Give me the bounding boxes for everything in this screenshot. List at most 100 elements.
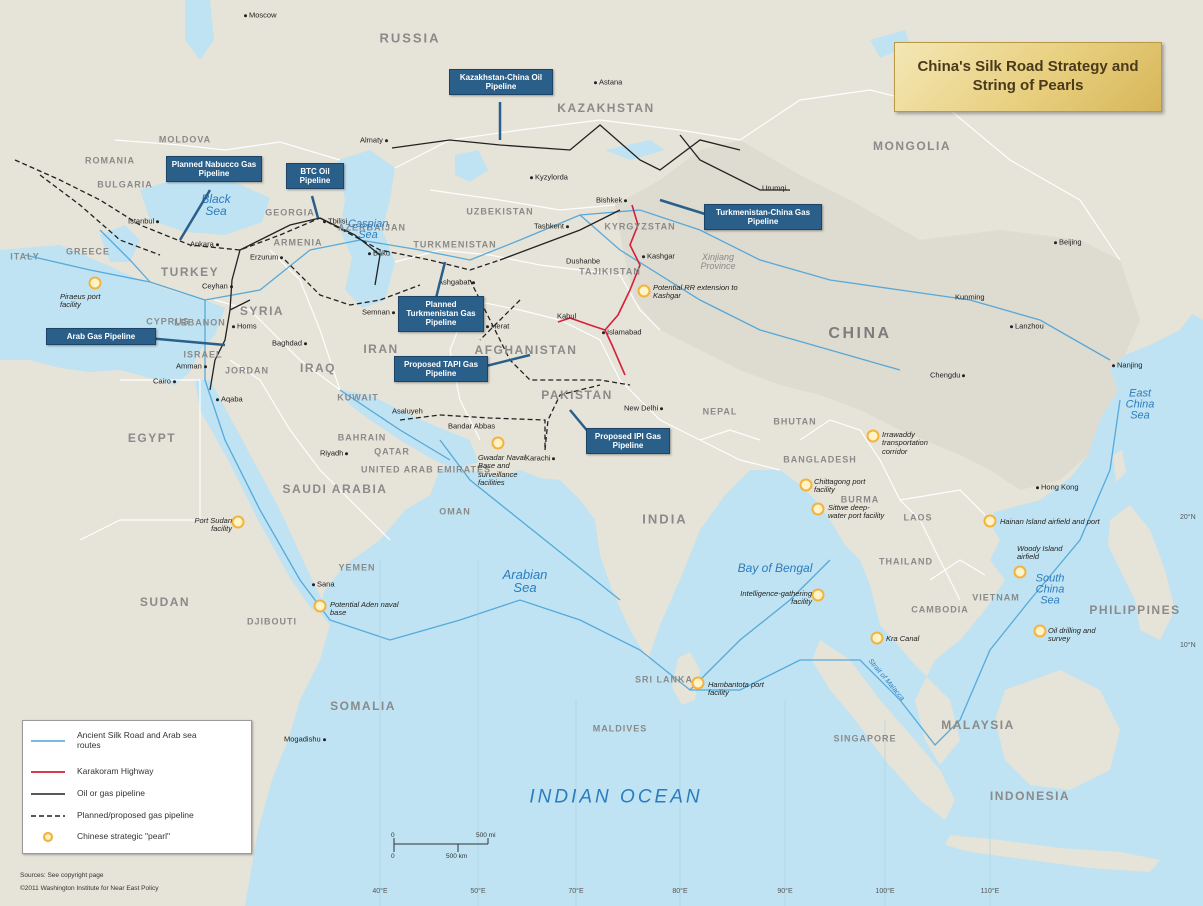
pearl-label-piraeus: Piraeus port facility (60, 292, 101, 310)
city-label: Astana (599, 77, 623, 87)
taiwan-land (1113, 450, 1126, 482)
city-homs: Homs (232, 322, 257, 330)
country-syria: SYRIA (239, 304, 285, 318)
korea-land (1170, 240, 1203, 320)
legend-swatch-pipeline (31, 793, 65, 795)
pearl-marker-oil-drilling (1033, 624, 1047, 638)
city-lanzhou: Lanzhou (1010, 322, 1044, 330)
country-somalia: SOMALIA (330, 699, 396, 713)
country-bhutan: BHUTAN (773, 416, 817, 427)
city-mogadishu: Mogadishu (284, 735, 328, 743)
pearl-label-sittwe: Sittwe deep-water port facility (828, 503, 885, 521)
longitude-70e: 70°E (568, 888, 584, 895)
longitude-100e: 100°E (875, 888, 895, 895)
pearl-marker-sittwe (811, 502, 825, 516)
city-label: Urumqi (762, 183, 787, 193)
scale-zero-km: 0 (391, 853, 395, 860)
country-kazakhstan: KAZAKHSTAN (557, 101, 655, 115)
pearl-label-aden: Potential Aden naval base (330, 600, 399, 618)
pearl-marker-gwadar (491, 436, 505, 450)
city-dot (642, 254, 645, 258)
scale-bar: 0 500 mi 0 500 km (388, 832, 498, 862)
callout-planned-turkmenistan: Planned Turkmenistan Gas Pipeline (398, 296, 484, 332)
city-baku: Baku (368, 249, 390, 257)
sumatra-land (812, 640, 955, 820)
country-singapore: SINGAPORE (833, 733, 897, 744)
map-title: China's Silk Road Strategy and String of… (917, 58, 1139, 94)
pearl-marker-woody-island (1013, 565, 1027, 579)
city-label: Baku (373, 248, 391, 258)
city-label: Moscow (249, 10, 277, 20)
country-lebanon: LEBANON (174, 317, 226, 328)
city-dot (471, 280, 475, 284)
pearl-marker-piraeus (88, 276, 102, 290)
sea-east-china: East China Sea (1125, 387, 1155, 422)
scale-zero-mi: 0 (391, 832, 395, 839)
country-pakistan: PAKISTAN (541, 388, 613, 402)
legend-label: Ancient Silk Road and Arab sea routes (77, 730, 197, 750)
city-dot (1054, 240, 1057, 244)
city-dot (312, 582, 315, 586)
city-dot (1112, 363, 1115, 367)
city-dot (530, 175, 533, 179)
callout-ipi: Proposed IPI Gas Pipeline (586, 428, 670, 455)
city-dot (368, 251, 371, 255)
legend-item-pearl: Chinese strategic "pearl" (31, 831, 170, 843)
country-nepal: NEPAL (702, 406, 738, 417)
city-label: Bandar Abbas (448, 421, 496, 431)
country-turkmenistan: TURKMENISTAN (413, 239, 497, 250)
city-dot (594, 80, 597, 84)
city-semnan: Semnan (362, 308, 397, 316)
city-cairo: Cairo (153, 377, 178, 385)
country-mongolia: MONGOLIA (873, 139, 951, 153)
city-label: Dushanbe (566, 256, 601, 266)
pearl-label-oil-drilling: Oil drilling and survey (1048, 626, 1096, 644)
city-dot (280, 255, 284, 259)
balkhash-water (605, 140, 665, 160)
country-maldives: MALDIVES (592, 723, 648, 734)
country-laos: LAOS (903, 512, 933, 523)
country-burma: BURMA (840, 494, 880, 505)
baikal-water (870, 30, 910, 58)
city-dot (203, 364, 207, 368)
country-tajikistan: TAJIKISTAN (579, 266, 641, 277)
sea-arabian: Arabian Sea (502, 567, 548, 595)
city-dot (552, 456, 556, 460)
sea-caspian: Caspian Sea (348, 218, 389, 241)
country-philippines: PHILIPPINES (1089, 603, 1181, 617)
city-tashkent: Tashkent (534, 222, 571, 230)
sea-indian-ocean: INDIAN OCEAN (529, 786, 703, 808)
country-sri-lanka: SRI LANKA (635, 674, 693, 685)
city-aqaba: Aqaba (216, 395, 243, 403)
city-dot (345, 451, 349, 455)
city-dushanbe: Dushanbe (566, 257, 600, 265)
city-label: Asaluyeh (392, 406, 423, 416)
legend-swatch-pearl (42, 831, 54, 843)
country-cyprus: CYPRUS (146, 316, 190, 327)
longitude-40e: 40°E (372, 888, 388, 895)
region-xinjiang: Xinjiang Province (700, 252, 736, 271)
city-label: Beijing (1059, 237, 1082, 247)
country-bulgaria: BULGARIA (97, 179, 153, 190)
city-urumqi: Urumqi (762, 184, 786, 192)
city-label: Tbilisi (328, 216, 348, 226)
legend: Ancient Silk Road and Arab sea routes Ka… (22, 720, 252, 854)
karakoram-highway (557, 204, 641, 376)
callout-turkmenistan-china: Turkmenistan-China Gas Pipeline (704, 204, 822, 231)
longitude-90e: 90°E (777, 888, 793, 895)
pearl-label-hainan: Hainan Island airfield and port (1000, 517, 1100, 526)
city-label: Cairo (153, 376, 171, 386)
source-line-1: Sources: See copyright page (20, 872, 104, 879)
pearl-label-kra-canal: Kra Canal (886, 634, 920, 643)
city-dot (486, 324, 489, 328)
caspian-sea-water (338, 150, 395, 308)
city-baghdad: Baghdad (272, 339, 309, 347)
city-label: Aqaba (221, 394, 243, 404)
pearl-label-kashgar-rr: Potential RR extension to Kashgar (653, 283, 738, 301)
city-sana: Sana (312, 580, 335, 588)
pearl-marker-port-sudan (231, 515, 245, 529)
city-label: New Delhi (624, 403, 659, 413)
pearl-label-chittagong: Chittagong port facility (814, 477, 866, 495)
country-russia: RUSSIA (379, 30, 441, 46)
